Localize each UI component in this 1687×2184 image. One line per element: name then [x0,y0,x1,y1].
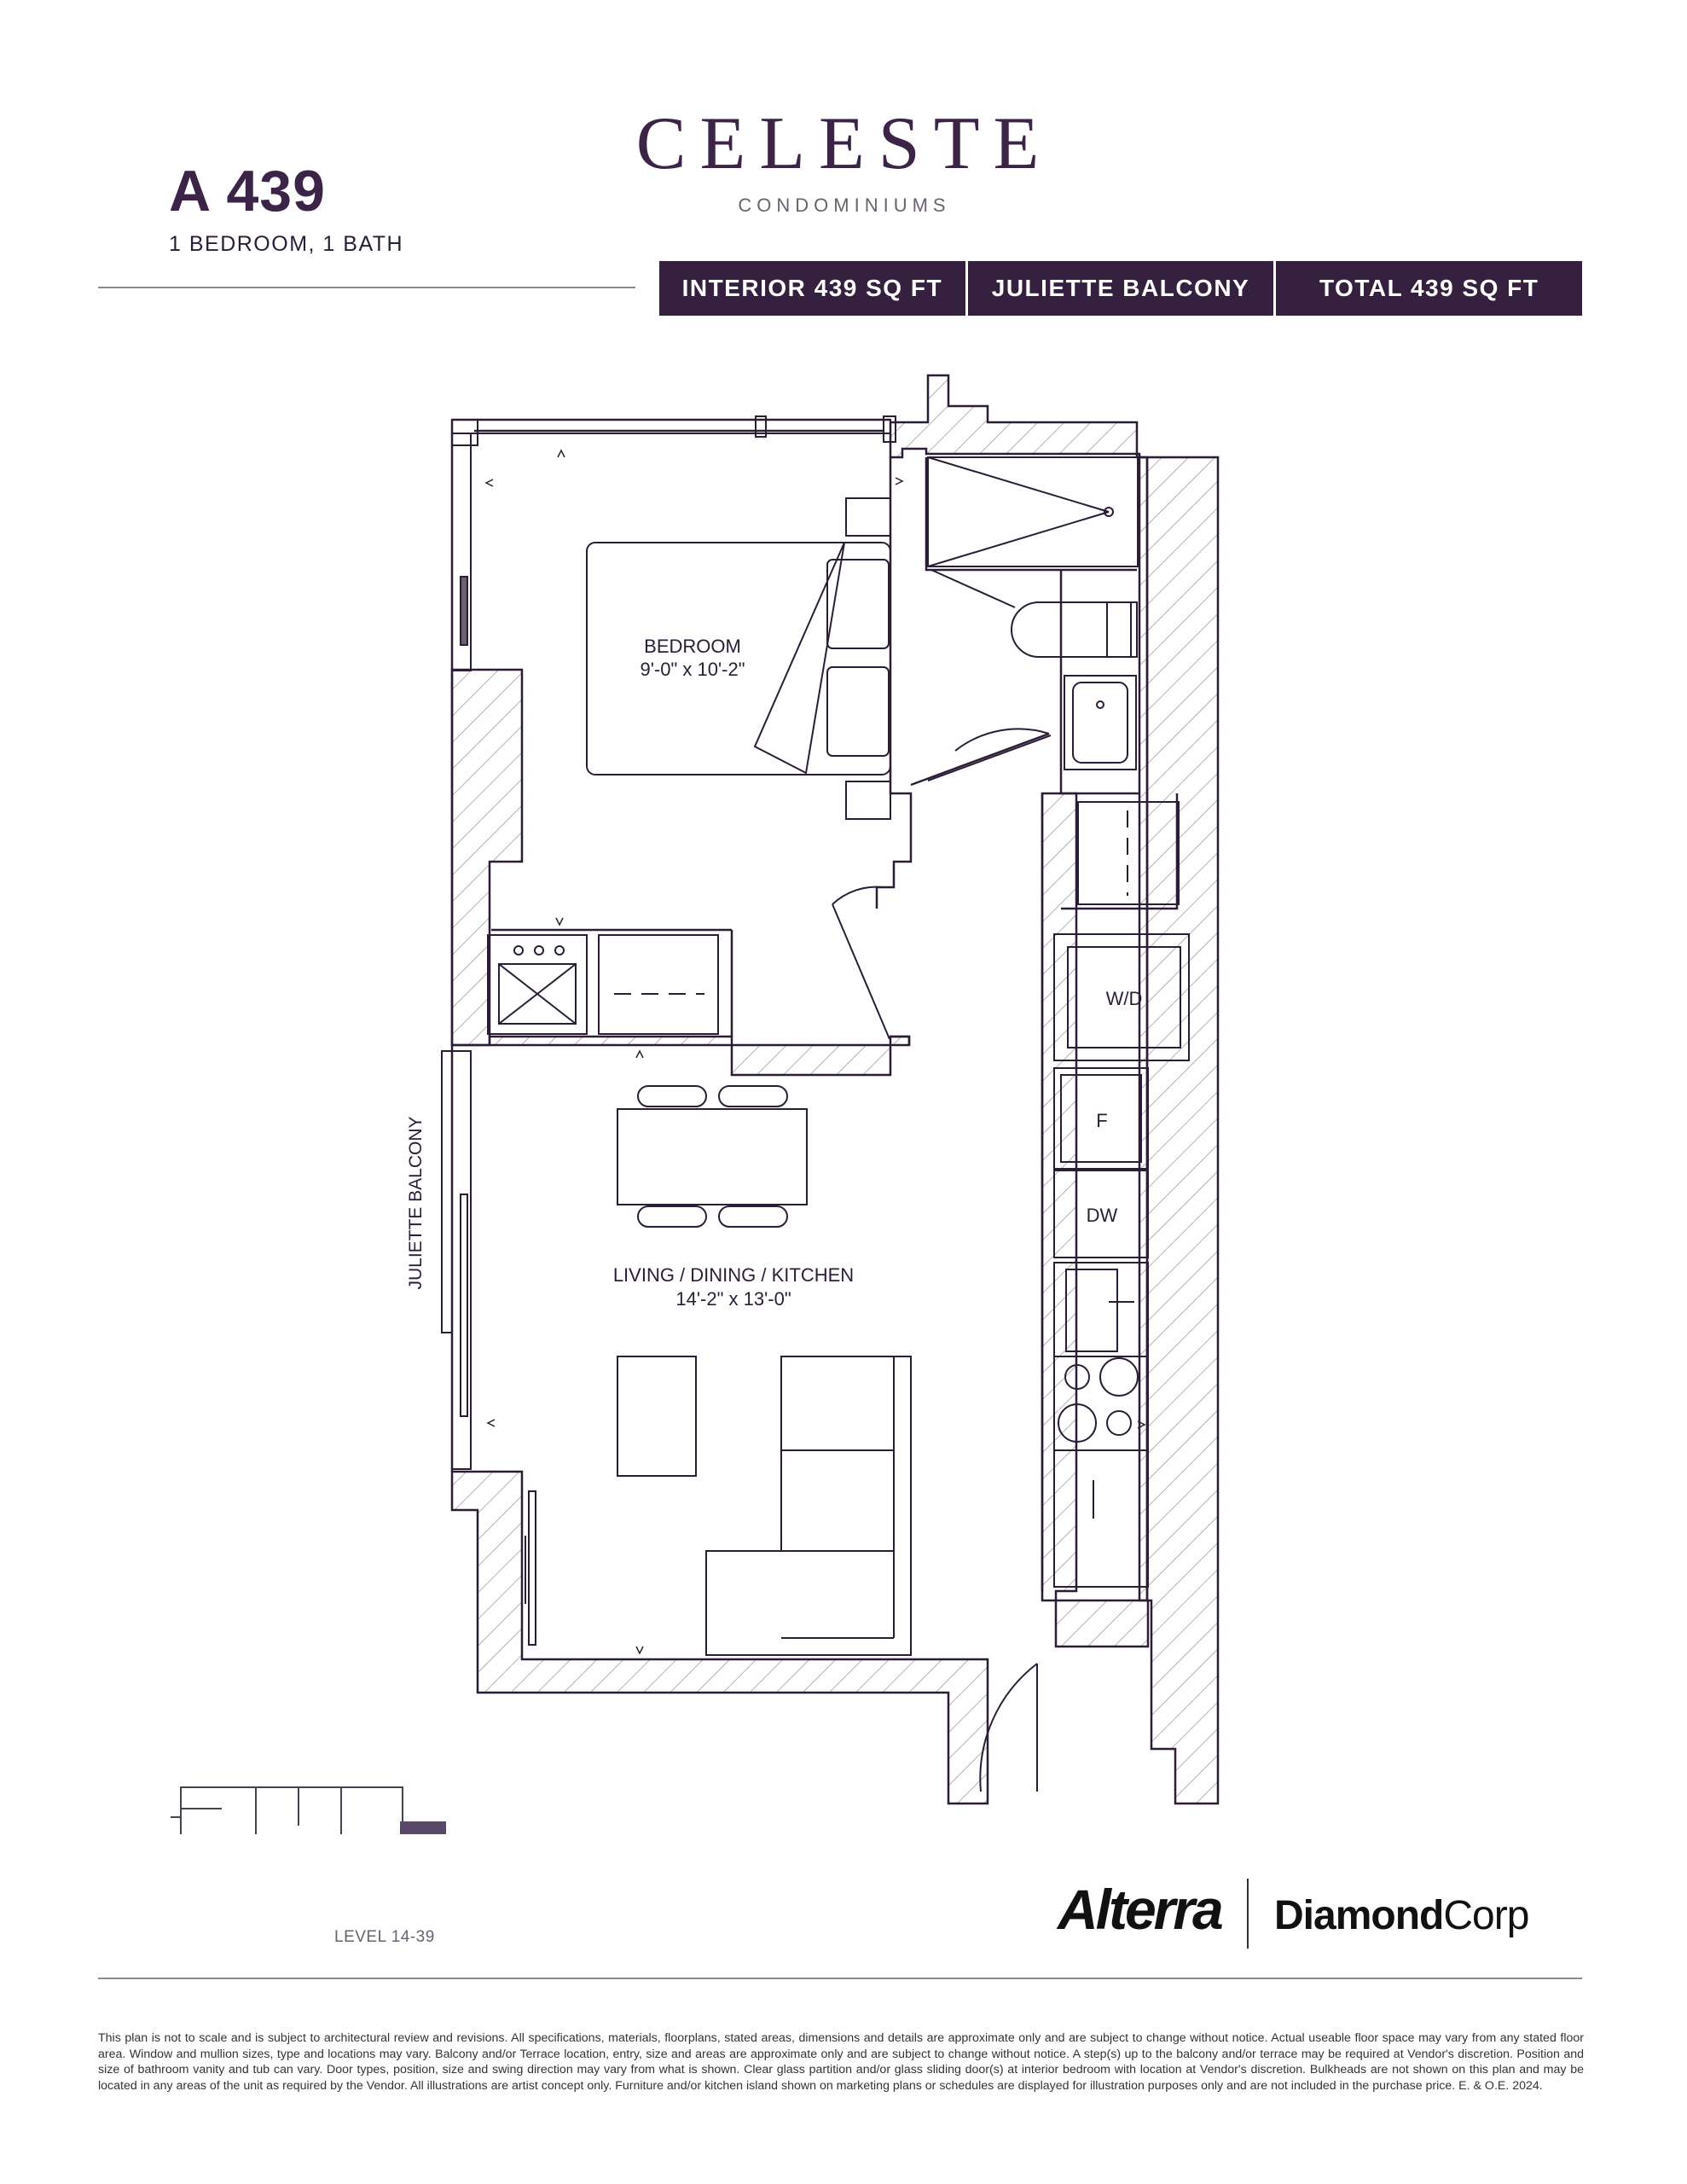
balcony-door [441,1050,536,1646]
dining-table [617,1085,808,1228]
entry-door [979,1663,1038,1792]
wd-label: W/D [1106,988,1143,1009]
spec-bar: INTERIOR 439 SQ FT JULIETTE BALCONY TOTA… [659,261,1582,316]
diamondcorp-logo-bold: Diamond [1274,1893,1444,1938]
dw-label: DW [1087,1205,1118,1226]
unit-type: 1 BEDROOM, 1 BATH [169,232,404,256]
living-dims: 14'-2" x 13'-0" [675,1288,791,1310]
brand-logo: CELESTE [635,102,1053,185]
bedroom-label: BEDROOM [644,636,741,657]
divider [98,1978,1582,1979]
walls [450,374,1220,1805]
storage [1077,801,1180,905]
floor-plan: BEDROOM 9'-0" x 10'-2" [171,374,1220,1834]
disclaimer: This plan is not to scale and is subject… [98,2031,1584,2093]
key-plan [171,1786,446,1834]
spec-balcony: JULIETTE BALCONY [965,261,1274,316]
diamondcorp-logo-rest: Corp [1443,1893,1529,1938]
spec-interior: INTERIOR 439 SQ FT [681,275,943,301]
spec-total: TOTAL 439 SQ FT [1273,261,1582,316]
sofa [617,1356,912,1656]
bedroom-door [832,886,890,1040]
bathroom [927,456,1139,781]
unit-code: A 439 [169,159,326,224]
closet [487,934,719,1035]
logo-divider [1247,1879,1249,1949]
bed [586,497,891,820]
brand-subtitle: CONDOMINIUMS [738,195,951,216]
arrows [484,449,1146,1655]
keyplan-level-label: LEVEL 14-39 [334,1928,435,1946]
kitchen [1053,1067,1149,1588]
window-top [451,415,896,671]
fridge-label: F [1096,1110,1107,1131]
bedroom-dims: 9'-0" x 10'-2" [640,659,745,680]
alterra-logo: Alterra [1058,1878,1224,1941]
diamondcorp-logo: DiamondCorp [1274,1892,1529,1939]
divider [98,287,635,288]
balcony-label: JULIETTE BALCONY [406,1116,426,1289]
living-label: LIVING / DINING / KITCHEN [613,1264,854,1286]
washer-dryer [1053,933,1190,1061]
